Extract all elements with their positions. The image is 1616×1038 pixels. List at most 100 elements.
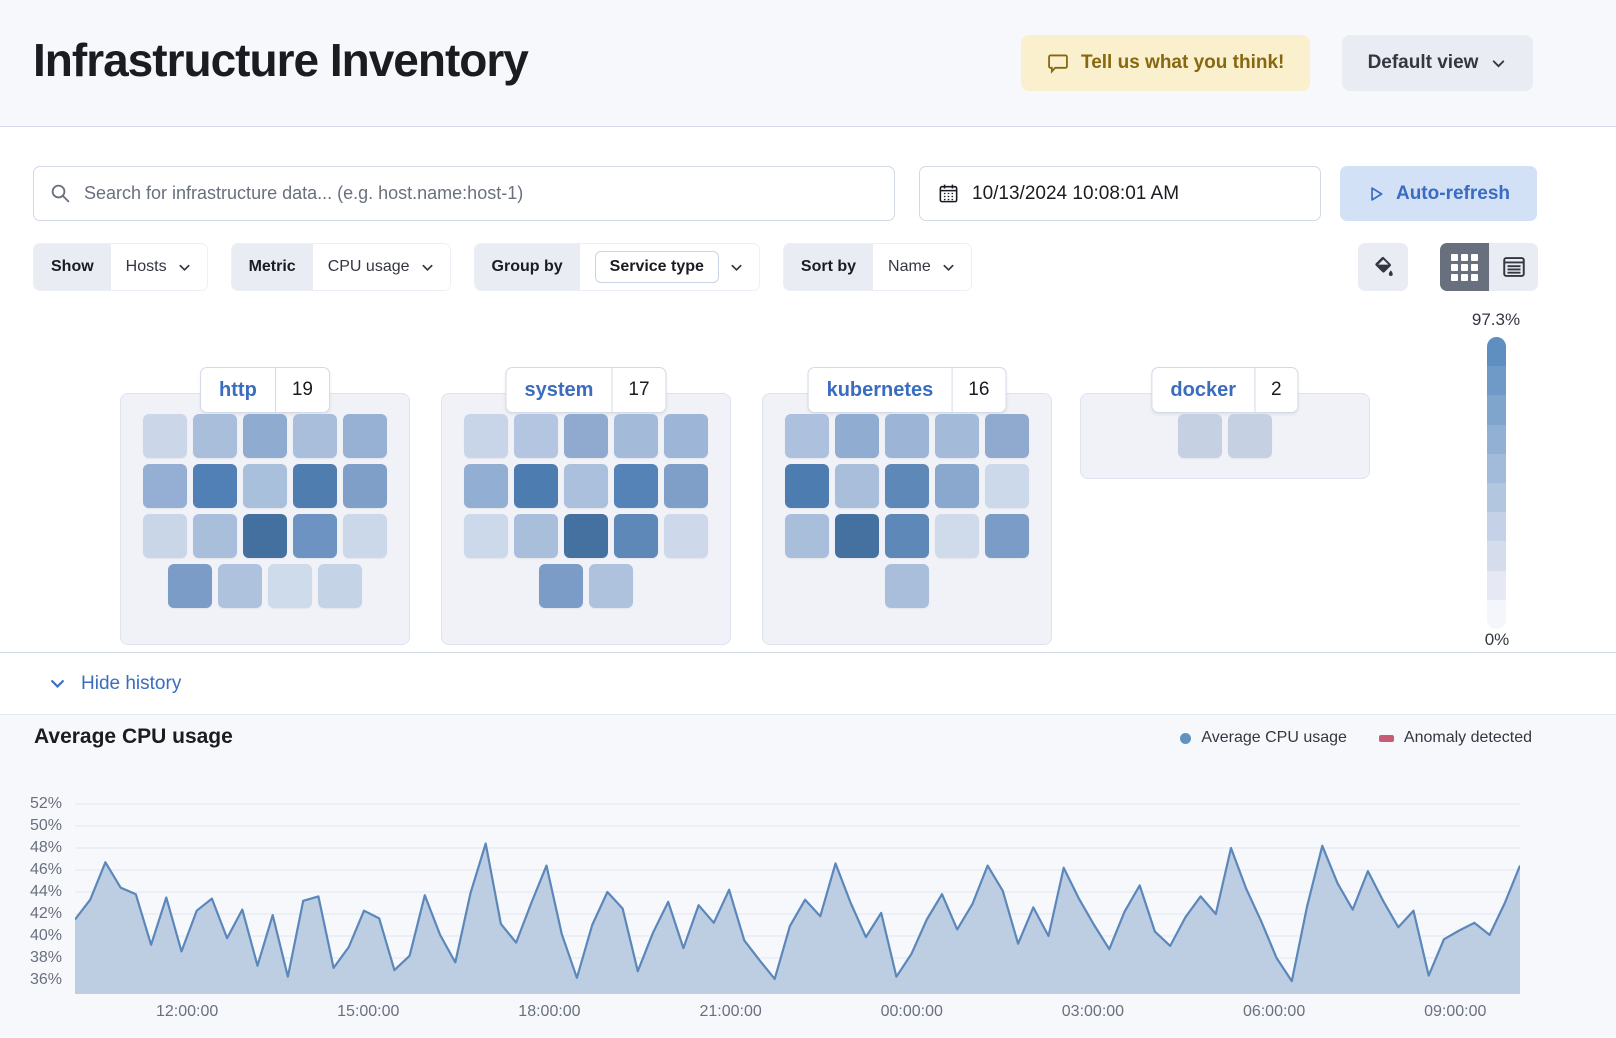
search-icon [50,183,71,204]
series-dot-icon [1180,733,1191,744]
hide-history-button[interactable]: Hide history [48,673,181,695]
show-select[interactable]: Hosts [111,244,207,290]
host-cell[interactable] [218,564,262,608]
host-cell[interactable] [514,514,558,558]
host-cell[interactable] [614,464,658,508]
search-field[interactable] [33,166,895,221]
waffle-map [1081,414,1369,458]
host-cell[interactable] [1228,414,1272,458]
host-cell[interactable] [243,514,287,558]
host-cell[interactable] [985,464,1029,508]
group-by-select[interactable]: Service type [580,244,759,290]
host-cell[interactable] [885,514,929,558]
host-cell[interactable] [835,464,879,508]
host-cell[interactable] [343,464,387,508]
host-cell[interactable] [564,464,608,508]
host-cell[interactable] [785,514,829,558]
host-cell[interactable] [664,414,708,458]
host-cell[interactable] [293,464,337,508]
palette-button[interactable] [1358,243,1408,291]
host-cell[interactable] [514,414,558,458]
date-picker[interactable]: 10/13/2024 10:08:01 AM [919,166,1321,221]
sort-by-select[interactable]: Name [873,244,971,290]
legend-item-anomaly[interactable]: Anomaly detected [1379,729,1532,747]
host-cell[interactable] [243,464,287,508]
y-tick-label: 36% [0,971,62,989]
group-name-link[interactable]: kubernetes [809,368,952,412]
page-header: Infrastructure Inventory Tell us what yo… [0,0,1616,127]
chevron-down-icon [177,260,192,275]
group-name-link[interactable]: docker [1152,368,1254,412]
host-cell[interactable] [143,464,187,508]
waffle-map [442,414,730,608]
host-cell[interactable] [614,514,658,558]
host-cell[interactable] [243,414,287,458]
table-view-button[interactable] [1489,243,1538,291]
host-cell[interactable] [143,514,187,558]
view-mode-toggle [1440,243,1538,291]
group-count: 2 [1254,368,1298,412]
cpu-history-chart [75,793,1520,999]
host-cell[interactable] [539,564,583,608]
host-cell[interactable] [318,564,362,608]
filter-group-sortby: Sort by Name [783,243,972,291]
host-cell[interactable] [193,514,237,558]
legend-item-cpu[interactable]: Average CPU usage [1180,729,1347,747]
scale-min-label: 0% [1472,630,1522,650]
default-view-dropdown[interactable]: Default view [1342,35,1533,91]
feedback-button[interactable]: Tell us what you think! [1021,35,1310,91]
search-input[interactable] [84,183,878,204]
host-cell[interactable] [464,414,508,458]
x-tick-label: 15:00:00 [323,1003,413,1021]
host-cell[interactable] [664,514,708,558]
filter-group-show: Show Hosts [33,243,208,291]
host-cell[interactable] [614,414,658,458]
show-label: Show [34,244,111,290]
chevron-down-icon [1490,55,1507,72]
date-value: 10/13/2024 10:08:01 AM [972,183,1179,205]
host-cell[interactable] [785,464,829,508]
host-cell[interactable] [464,464,508,508]
group-name-link[interactable]: http [201,368,275,412]
filter-group-metric: Metric CPU usage [231,243,451,291]
host-cell[interactable] [589,564,633,608]
host-cell[interactable] [343,514,387,558]
host-cell[interactable] [193,464,237,508]
host-cell[interactable] [293,514,337,558]
group-name-link[interactable]: system [506,368,611,412]
host-cell[interactable] [935,464,979,508]
host-cell[interactable] [985,414,1029,458]
grid-view-button[interactable] [1440,243,1489,291]
host-cell[interactable] [1178,414,1222,458]
host-cell[interactable] [564,514,608,558]
waffle-map [121,414,409,608]
host-cell[interactable] [935,514,979,558]
host-cell[interactable] [885,564,929,608]
x-tick-label: 12:00:00 [142,1003,232,1021]
auto-refresh-button[interactable]: Auto-refresh [1340,166,1537,221]
host-cell[interactable] [193,414,237,458]
metric-select[interactable]: CPU usage [313,244,450,290]
host-cell[interactable] [343,414,387,458]
host-cell[interactable] [835,414,879,458]
host-cell[interactable] [835,514,879,558]
host-cell[interactable] [564,414,608,458]
x-tick-label: 03:00:00 [1048,1003,1138,1021]
history-section: Average CPU usage Average CPU usage Anom… [0,714,1616,1038]
host-cell[interactable] [664,464,708,508]
y-tick-label: 50% [0,817,62,835]
host-cell[interactable] [885,414,929,458]
host-cell[interactable] [168,564,212,608]
host-cell[interactable] [885,464,929,508]
chevron-down-icon [941,260,956,275]
host-cell[interactable] [143,414,187,458]
host-cell[interactable] [935,414,979,458]
host-cell[interactable] [268,564,312,608]
host-cell[interactable] [785,414,829,458]
y-tick-label: 46% [0,861,62,879]
host-cell[interactable] [514,464,558,508]
host-cell[interactable] [293,414,337,458]
group-by-pill[interactable]: Service type [595,251,719,283]
host-cell[interactable] [464,514,508,558]
host-cell[interactable] [985,514,1029,558]
